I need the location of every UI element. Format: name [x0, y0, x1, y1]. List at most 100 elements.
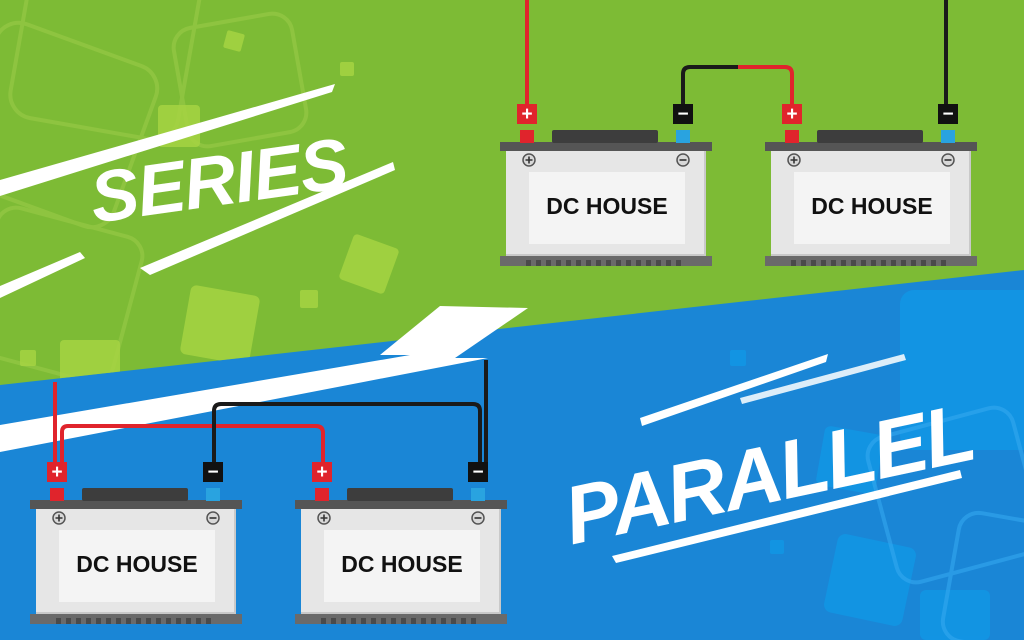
battery-base-rib — [656, 260, 661, 266]
positive-marker-symbol: + — [786, 104, 797, 125]
positive-terminal — [315, 488, 329, 501]
battery-base-rib — [136, 618, 141, 624]
parallel-decor-outlines — [865, 405, 1024, 640]
battery-label-panel — [59, 530, 215, 602]
parallel-negative-bus — [212, 402, 482, 462]
positive-marker — [312, 462, 332, 482]
negative-terminal — [676, 130, 690, 143]
battery-base-rib — [666, 260, 671, 266]
battery-base-rib — [461, 618, 466, 624]
battery-lid — [765, 142, 977, 151]
positive-marker — [517, 104, 537, 124]
battery-base-rib — [556, 260, 561, 266]
series-link-positive — [738, 65, 794, 104]
battery-base-rib — [576, 260, 581, 266]
negative-marker-symbol: − — [472, 462, 483, 483]
battery-base-rib — [166, 618, 171, 624]
battery-base-rib — [566, 260, 571, 266]
battery-base-rib — [801, 260, 806, 266]
battery-handle — [552, 130, 658, 143]
plus-symbol-mark — [320, 514, 328, 522]
battery-lid — [500, 142, 712, 151]
series-decor — [0, 0, 309, 385]
battery-base-rib — [431, 618, 436, 624]
battery-base-rib — [176, 618, 181, 624]
battery-base-rib — [811, 260, 816, 266]
battery-handle — [82, 488, 188, 501]
series-battery-1: + − DC HOUSE — [500, 104, 712, 266]
battery-base-rib — [901, 260, 906, 266]
negative-terminal — [206, 488, 220, 501]
battery-base-rib — [861, 260, 866, 266]
negative-marker — [938, 104, 958, 124]
series-battery-2: +−DC HOUSE — [765, 104, 977, 266]
battery-base-rib — [536, 260, 541, 266]
battery-base-rib — [921, 260, 926, 266]
battery-base-rib — [206, 618, 211, 624]
negative-marker-symbol: − — [677, 104, 688, 125]
parallel-streak-3 — [740, 354, 906, 404]
battery-label-panel — [529, 172, 685, 244]
battery-base-rib — [331, 618, 336, 624]
plus-symbol-mark — [790, 156, 798, 164]
positive-marker-symbol: + — [521, 104, 532, 125]
battery-base-rib — [156, 618, 161, 624]
battery-label: DC HOUSE — [76, 551, 197, 577]
battery-base-rib — [96, 618, 101, 624]
battery-base-rib — [371, 618, 376, 624]
battery-label: DC HOUSE — [341, 551, 462, 577]
battery-handle — [817, 130, 923, 143]
battery-base-rib — [401, 618, 406, 624]
battery-base-rib — [891, 260, 896, 266]
battery-base-rib — [381, 618, 386, 624]
battery-base-rib — [911, 260, 916, 266]
positive-marker-symbol: + — [316, 462, 327, 483]
negative-marker — [673, 104, 693, 124]
battery-lid — [295, 500, 507, 509]
parallel-streak-1 — [640, 354, 828, 426]
battery-base-rib — [881, 260, 886, 266]
parallel-streak-2 — [612, 470, 962, 563]
battery-base-rib — [116, 618, 121, 624]
battery-base-rib — [196, 618, 201, 624]
battery-base-rib — [341, 618, 346, 624]
series-streak-3 — [0, 252, 85, 298]
lightning-divider — [0, 306, 528, 452]
battery-base-rib — [941, 260, 946, 266]
battery-base-rib — [606, 260, 611, 266]
battery-base-rib — [421, 618, 426, 624]
negative-terminal — [471, 488, 485, 501]
battery-base-rib — [441, 618, 446, 624]
parallel-positive-bus — [60, 424, 325, 462]
negative-marker — [203, 462, 223, 482]
battery-base-rib — [56, 618, 61, 624]
battery-base-rib — [616, 260, 621, 266]
negative-marker — [468, 462, 488, 482]
battery-label: DC HOUSE — [546, 193, 667, 219]
series-link-negative — [681, 65, 738, 104]
battery-base-rib — [106, 618, 111, 624]
battery-label-panel — [794, 172, 950, 244]
battery-base-rib — [66, 618, 71, 624]
battery-base-rib — [546, 260, 551, 266]
battery-label-panel — [324, 530, 480, 602]
battery-base-rib — [126, 618, 131, 624]
battery-base-rib — [351, 618, 356, 624]
battery-lid — [30, 500, 242, 509]
battery-base-rib — [146, 618, 151, 624]
series-streak-2 — [140, 162, 395, 275]
battery-base-rib — [821, 260, 826, 266]
positive-marker-symbol: + — [51, 462, 62, 483]
battery-base-rib — [186, 618, 191, 624]
battery-layer: +−DC HOUSE+−DC HOUSE+−DC HOUSE+−DC HOUSE — [30, 104, 977, 624]
battery-base-rib — [636, 260, 641, 266]
parallel-battery-1: +−DC HOUSE — [30, 462, 242, 624]
positive-marker — [47, 462, 67, 482]
battery-base-rib — [451, 618, 456, 624]
battery-base-rib — [321, 618, 326, 624]
positive-terminal — [520, 130, 534, 143]
battery-base-rib — [851, 260, 856, 266]
battery-base-rib — [791, 260, 796, 266]
